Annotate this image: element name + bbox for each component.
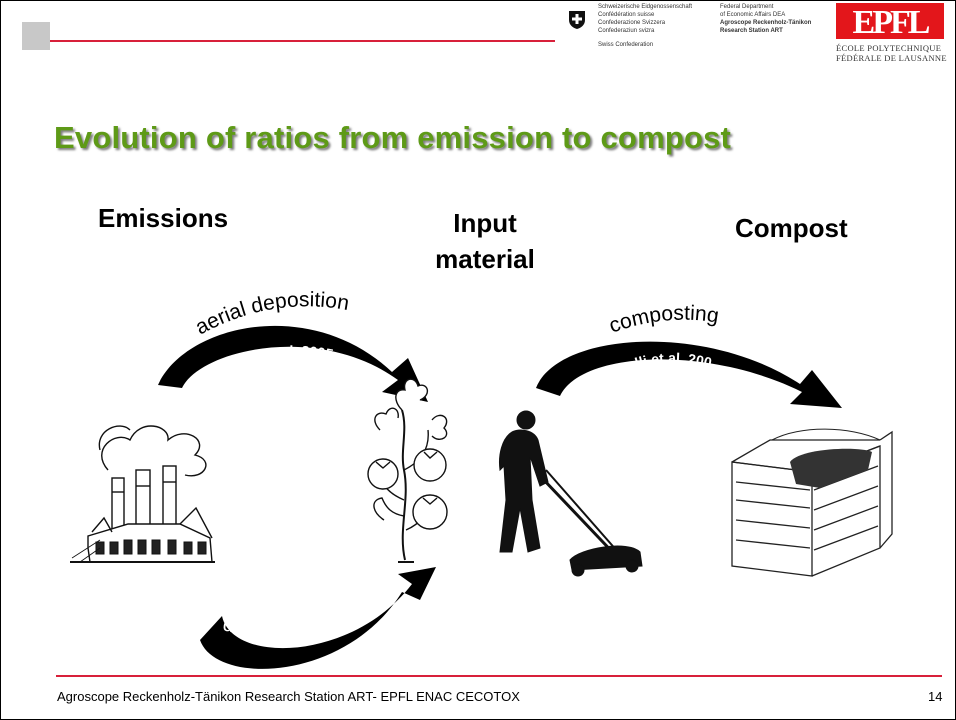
- label-input-material: Input material: [410, 205, 560, 277]
- department-text: Federal Department of Economic Affairs D…: [720, 4, 812, 34]
- composting-arrow: [536, 341, 842, 408]
- direct-application-label: direct application: [221, 581, 366, 639]
- lawn-mower-person-icon: [499, 410, 643, 577]
- compost-bin-icon: [731, 428, 893, 577]
- top-rule: [50, 40, 555, 42]
- label-input-line1: Input: [453, 208, 517, 238]
- bottom-rule: [56, 675, 942, 677]
- slide-title: Evolution of ratios from emission to com…: [54, 120, 732, 155]
- footer-text: Agroscope Reckenholz-Tänikon Research St…: [57, 689, 520, 704]
- svg-text:EPFL: EPFL: [853, 4, 930, 39]
- epfl-line-1: ÉCOLE POLYTECHNIQUE: [836, 43, 942, 53]
- label-emissions: Emissions: [98, 203, 229, 233]
- tomato-plant-icon: [367, 378, 448, 563]
- brandli-reference: Brändli et al. 2007: [0, 0, 714, 386]
- confederation-text: Schweizerische Eidgenossenschaft Confédé…: [598, 4, 693, 48]
- page-number: 14: [928, 689, 943, 704]
- factory-icon: [70, 425, 215, 563]
- aerial-deposition-arrow: [158, 325, 428, 402]
- corner-square: [22, 22, 50, 50]
- direct-application-arrow: [200, 567, 436, 669]
- label-compost: Compost: [735, 213, 848, 243]
- swiss-cross-icon: [569, 11, 585, 29]
- epfl-line-2: FÉDÉRALE DE LAUSANNE: [836, 53, 947, 63]
- composting-label: composting: [606, 302, 720, 338]
- label-input-line2: material: [435, 244, 535, 274]
- epfl-logo: EPFL: [836, 3, 944, 41]
